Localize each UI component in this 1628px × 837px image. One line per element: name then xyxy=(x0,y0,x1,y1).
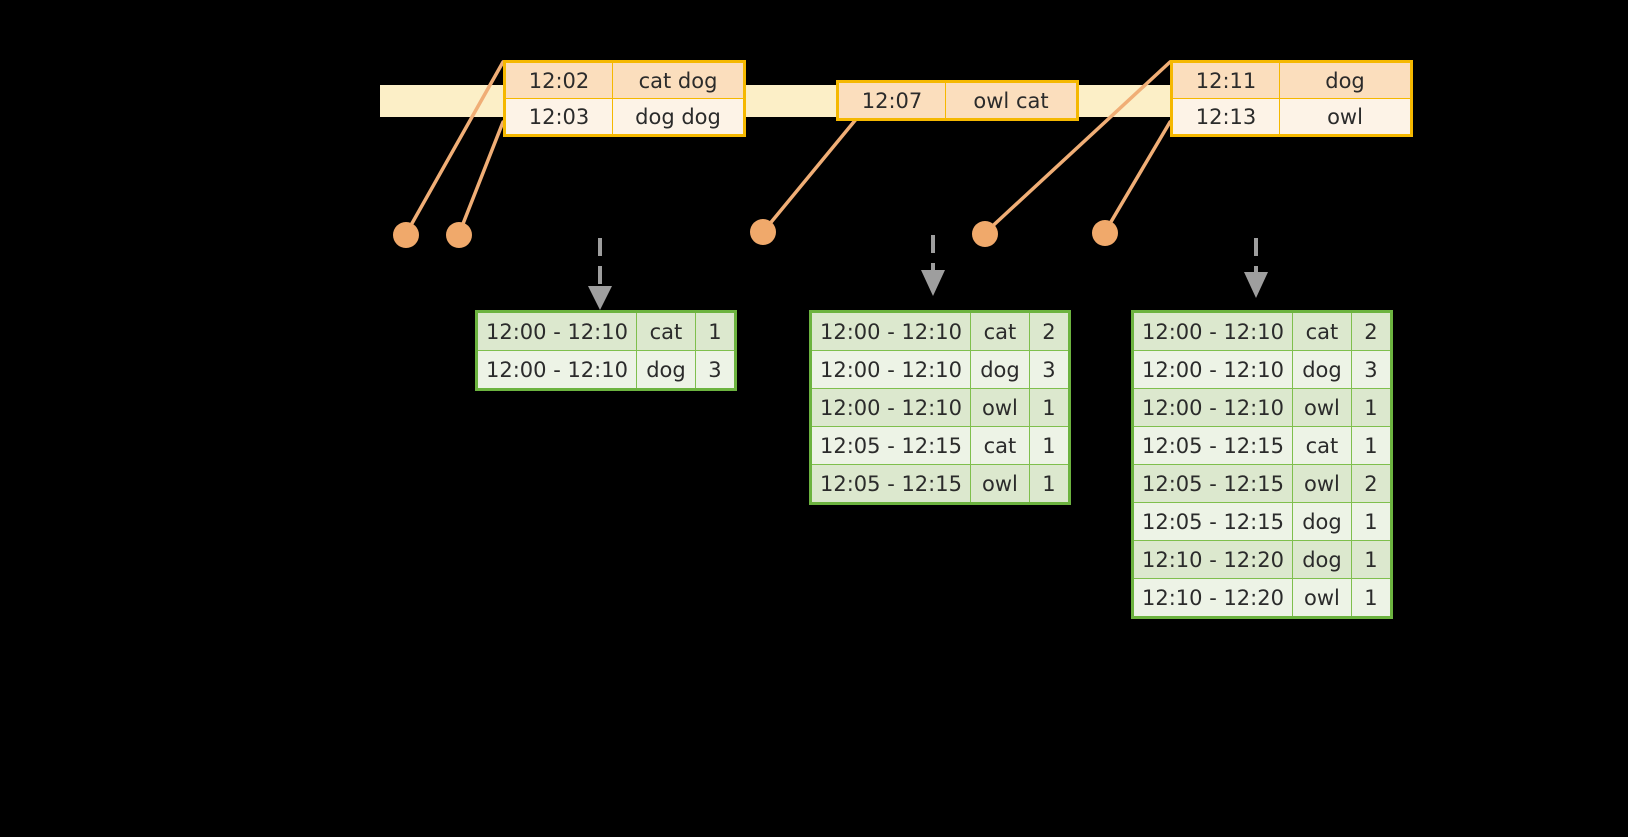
key-cell: dog xyxy=(635,350,696,390)
window-cell: 12:05 - 12:15 xyxy=(810,426,971,465)
count-cell: 1 xyxy=(1350,578,1392,618)
count-cell: 1 xyxy=(1028,426,1070,465)
processing-dot-5 xyxy=(1092,220,1118,246)
count-cell: 3 xyxy=(1028,350,1070,389)
event-time: 12:02 xyxy=(504,61,613,99)
event-words: owl cat xyxy=(945,81,1078,120)
event-time: 12:07 xyxy=(837,81,946,120)
count-cell: 1 xyxy=(1350,388,1392,427)
event-row[interactable]: 12:11 dog xyxy=(1171,61,1412,99)
window-cell: 12:00 - 12:10 xyxy=(1132,350,1293,389)
key-cell: dog xyxy=(1291,502,1352,541)
event-time: 12:13 xyxy=(1171,98,1280,136)
count-cell: 3 xyxy=(694,350,736,390)
window-cell: 12:00 - 12:10 xyxy=(810,350,971,389)
window-cell: 12:00 - 12:10 xyxy=(1132,311,1293,351)
event-row[interactable]: 12:07 owl cat xyxy=(837,81,1078,120)
count-cell: 2 xyxy=(1350,311,1392,351)
window-cell: 12:10 - 12:20 xyxy=(1132,578,1293,618)
table-row[interactable]: 12:05 - 12:15 dog 1 xyxy=(1132,502,1392,541)
count-cell: 1 xyxy=(1350,540,1392,579)
events-group-3: 12:11 dog 12:13 owl xyxy=(1170,60,1413,137)
event-row[interactable]: 12:03 dog dog xyxy=(504,98,745,136)
key-cell: dog xyxy=(1291,540,1352,579)
window-cell: 12:00 - 12:10 xyxy=(810,311,971,351)
processing-dot-3 xyxy=(750,219,776,245)
count-cell: 1 xyxy=(1028,388,1070,427)
table-row[interactable]: 12:10 - 12:20 owl 1 xyxy=(1132,578,1392,618)
table-row[interactable]: 12:05 - 12:15 cat 1 xyxy=(1132,426,1392,465)
count-cell: 2 xyxy=(1028,311,1070,351)
window-cell: 12:00 - 12:10 xyxy=(810,388,971,427)
events-group-2: 12:07 owl cat xyxy=(836,80,1079,121)
processing-dot-2 xyxy=(446,222,472,248)
connector-1 xyxy=(404,60,505,236)
connector-5 xyxy=(1103,120,1172,234)
result-table-1: 12:00 - 12:10 cat 1 12:00 - 12:10 dog 3 xyxy=(475,310,737,391)
key-cell: cat xyxy=(635,311,696,351)
table-row[interactable]: 12:05 - 12:15 owl 1 xyxy=(810,464,1070,504)
event-words: cat dog xyxy=(612,61,745,99)
window-cell: 12:00 - 12:10 xyxy=(476,311,637,351)
table-row[interactable]: 12:00 - 12:10 owl 1 xyxy=(1132,388,1392,427)
window-cell: 12:05 - 12:15 xyxy=(1132,502,1293,541)
event-row[interactable]: 12:13 owl xyxy=(1171,98,1412,136)
table-row[interactable]: 12:05 - 12:15 owl 2 xyxy=(1132,464,1392,503)
event-words: dog dog xyxy=(612,98,745,136)
connector-3 xyxy=(761,110,864,234)
count-cell: 1 xyxy=(1350,426,1392,465)
table-row[interactable]: 12:00 - 12:10 dog 3 xyxy=(476,350,736,390)
count-cell: 2 xyxy=(1350,464,1392,503)
key-cell: owl xyxy=(1291,464,1352,503)
key-cell: owl xyxy=(1291,388,1352,427)
emit-arrow-2 xyxy=(921,235,945,296)
key-cell: dog xyxy=(1291,350,1352,389)
event-words: owl xyxy=(1279,98,1412,136)
table-row[interactable]: 12:00 - 12:10 dog 3 xyxy=(810,350,1070,389)
key-cell: owl xyxy=(969,464,1030,504)
table-row[interactable]: 12:00 - 12:10 cat 1 xyxy=(476,311,736,351)
emit-arrows xyxy=(588,235,1268,310)
table-row[interactable]: 12:00 - 12:10 dog 3 xyxy=(1132,350,1392,389)
count-cell: 3 xyxy=(1350,350,1392,389)
count-cell: 1 xyxy=(694,311,736,351)
table-row[interactable]: 12:00 - 12:10 cat 2 xyxy=(810,311,1070,351)
key-cell: owl xyxy=(969,388,1030,427)
key-cell: cat xyxy=(969,311,1030,351)
events-group-1: 12:02 cat dog 12:03 dog dog xyxy=(503,60,746,137)
count-cell: 1 xyxy=(1350,502,1392,541)
event-row[interactable]: 12:02 cat dog xyxy=(504,61,745,99)
key-cell: owl xyxy=(1291,578,1352,618)
window-cell: 12:05 - 12:15 xyxy=(1132,426,1293,465)
processing-dot-1 xyxy=(393,222,419,248)
count-cell: 1 xyxy=(1028,464,1070,504)
result-table-3: 12:00 - 12:10 cat 2 12:00 - 12:10 dog 3 … xyxy=(1131,310,1393,619)
connector-2 xyxy=(457,120,505,236)
window-cell: 12:10 - 12:20 xyxy=(1132,540,1293,579)
key-cell: cat xyxy=(969,426,1030,465)
key-cell: dog xyxy=(969,350,1030,389)
emit-arrow-3 xyxy=(1244,238,1268,298)
event-time: 12:11 xyxy=(1171,61,1280,99)
processing-dots xyxy=(393,219,1118,248)
result-table-2: 12:00 - 12:10 cat 2 12:00 - 12:10 dog 3 … xyxy=(809,310,1071,505)
emit-arrow-1 xyxy=(588,238,612,310)
table-row[interactable]: 12:10 - 12:20 dog 1 xyxy=(1132,540,1392,579)
processing-dot-4 xyxy=(972,221,998,247)
table-row[interactable]: 12:05 - 12:15 cat 1 xyxy=(810,426,1070,465)
event-words: dog xyxy=(1279,61,1412,99)
key-cell: cat xyxy=(1291,311,1352,351)
window-cell: 12:05 - 12:15 xyxy=(810,464,971,504)
window-cell: 12:00 - 12:10 xyxy=(476,350,637,390)
table-row[interactable]: 12:00 - 12:10 owl 1 xyxy=(810,388,1070,427)
window-cell: 12:05 - 12:15 xyxy=(1132,464,1293,503)
window-cell: 12:00 - 12:10 xyxy=(1132,388,1293,427)
key-cell: cat xyxy=(1291,426,1352,465)
table-row[interactable]: 12:00 - 12:10 cat 2 xyxy=(1132,311,1392,351)
event-time: 12:03 xyxy=(504,98,613,136)
